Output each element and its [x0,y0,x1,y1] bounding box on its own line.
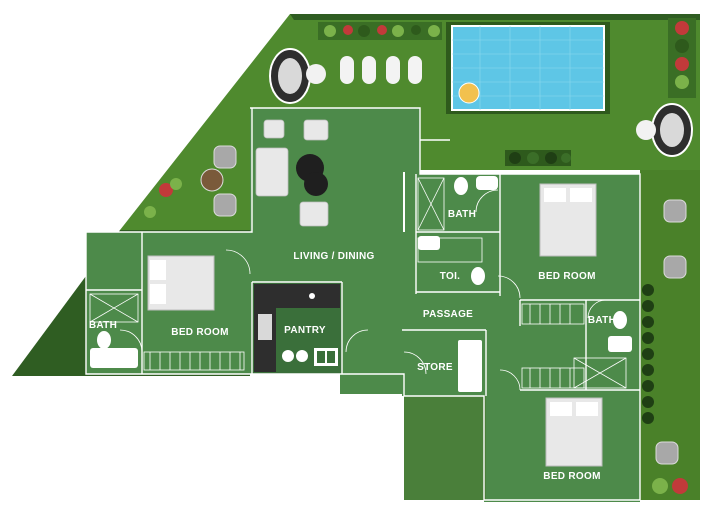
wardrobe-icon [143,303,585,389]
hedge-planters [144,18,696,494]
bed-icon [539,183,597,257]
outdoor-chair-icon [200,145,687,465]
sink-icon [314,348,338,366]
washbasin-icon [90,236,632,392]
label-bath-right: BATH [588,315,616,326]
bed-icon [147,255,215,311]
label-bedroom-left: BED ROOM [171,327,228,338]
door-swings [119,172,607,391]
label-passage: PASSAGE [423,309,473,320]
lounge-chair-icon [269,48,693,157]
stepping-stones [340,56,422,84]
label-toilet: TOI. [440,271,460,282]
label-bedroom-right-top: BED ROOM [538,271,595,282]
shower-icon [89,177,627,389]
label-store: STORE [417,362,453,373]
pantry-counter [254,284,340,372]
label-bath-left: BATH [89,320,117,331]
toilet-icon [97,176,627,349]
pool [446,22,610,114]
label-bath-top: BATH [448,209,476,220]
sofa-icon [255,119,329,227]
label-bedroom-right-bottom: BED ROOM [543,471,600,482]
dining-table-icon [296,154,328,196]
stove-icon [282,350,308,362]
label-living-dining: LIVING / DINING [293,251,374,262]
bed-icon [545,397,603,467]
label-pantry: PANTRY [284,325,326,336]
beach-ball-icon [458,82,480,104]
